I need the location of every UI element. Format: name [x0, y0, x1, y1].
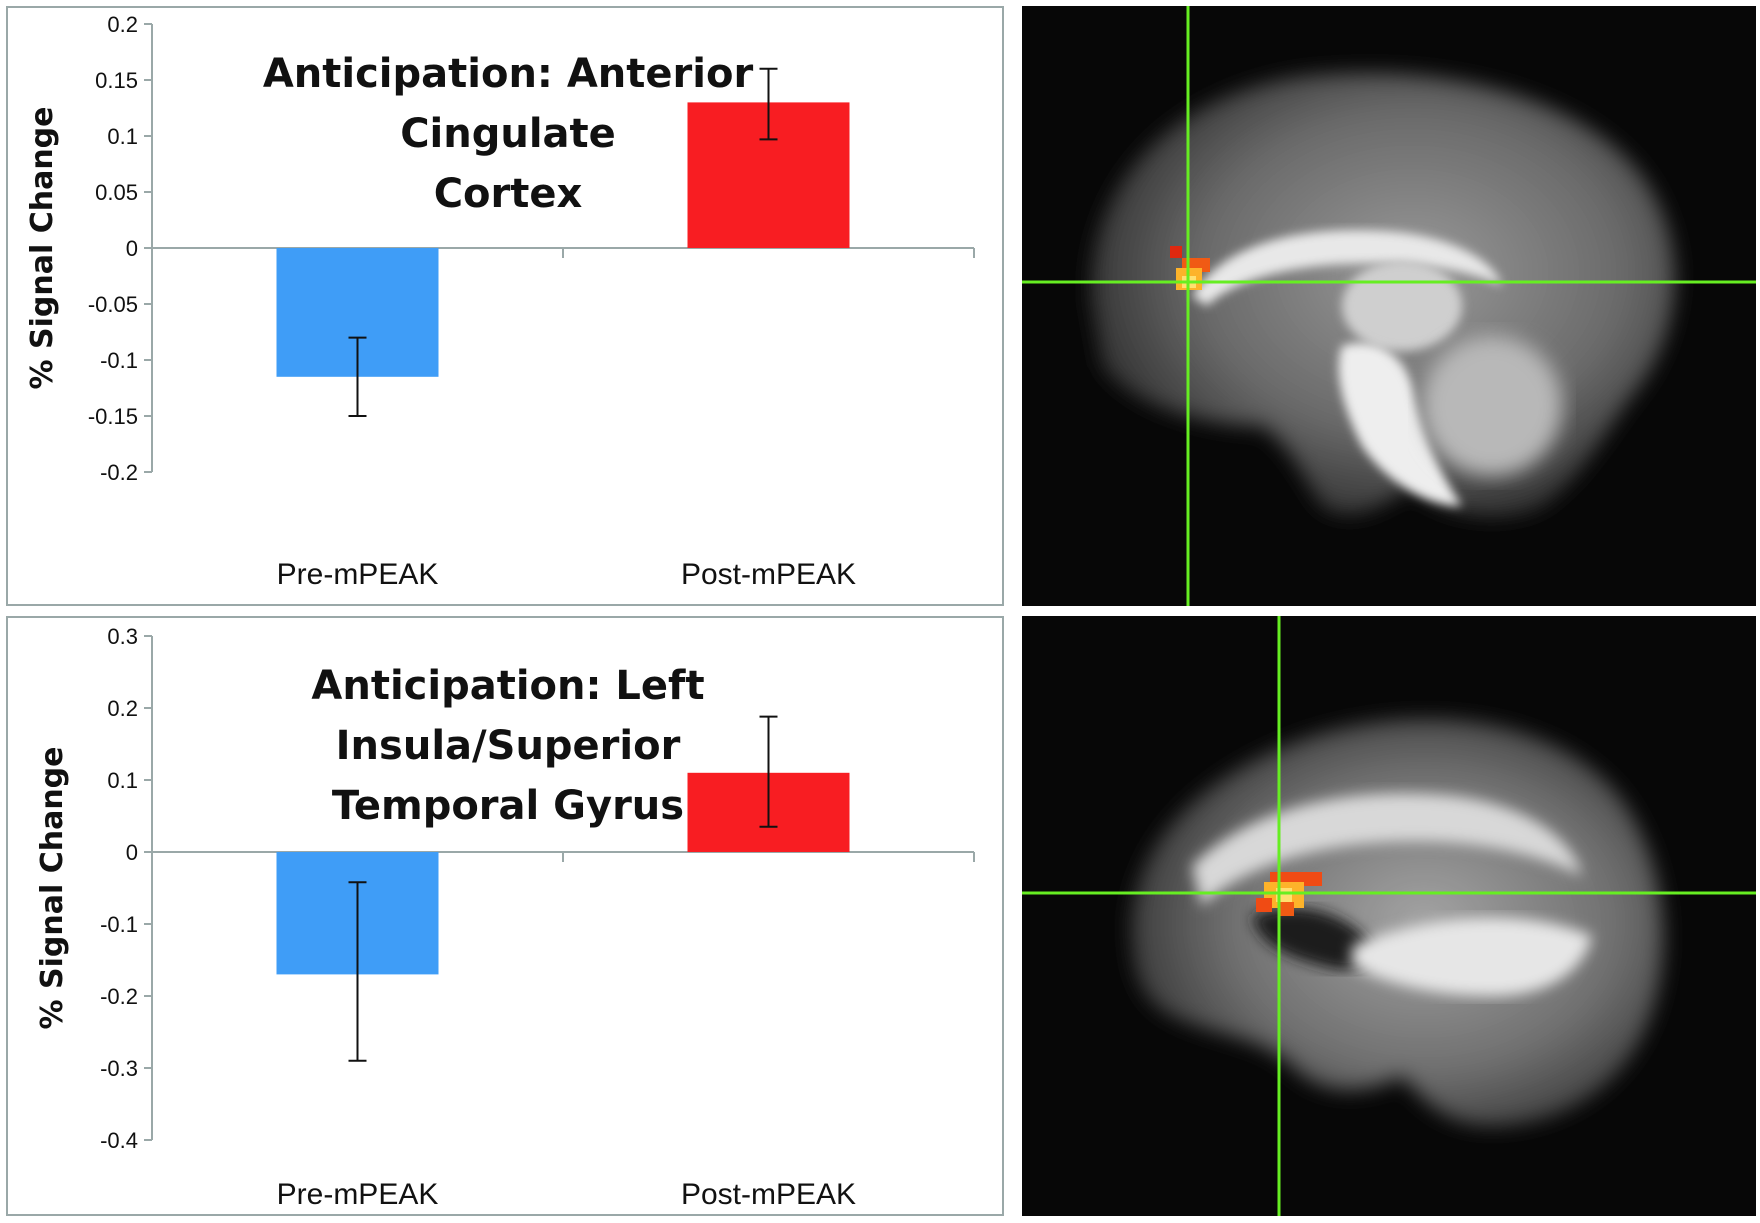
y-tick-label: 0.3 — [107, 624, 138, 649]
y-tick-label: 0.2 — [107, 696, 138, 721]
x-category-label: Post-mPEAK — [681, 558, 856, 591]
x-category-label: Post-mPEAK — [681, 1178, 856, 1211]
y-tick-label: -0.3 — [100, 1056, 138, 1081]
brainstem — [1338, 342, 1462, 506]
bar-chart-acc: 0.2 0.15 0.1 0.05 0 -0.05 -0.1 -0.15 -0.2Pre-mPE… — [25, 12, 975, 591]
y-tick-label: -0.1 — [100, 348, 138, 373]
cerebellum — [1422, 336, 1562, 476]
y-tick-label: 0.05 — [95, 180, 138, 205]
y-tick-label: 0.2 — [107, 12, 138, 37]
brain-image — [1022, 6, 1756, 606]
brain-tissue — [1091, 72, 1675, 517]
brain-outline — [1131, 718, 1664, 1126]
chart-title-line2: Temporal Gyrus — [331, 783, 685, 829]
brain-mri-sagittal-insula — [1022, 616, 1756, 1216]
chart-title-line1: Anticipation: Left Insula/Superior — [311, 663, 705, 769]
brain-mri-sagittal-acc — [1022, 6, 1756, 606]
chart-title: Anticipation: Anterior Cingulate Cortex — [158, 44, 858, 224]
corpus-callosum — [1192, 230, 1502, 306]
y-tick-label: 0 — [126, 840, 138, 865]
y-tick-label: -0.15 — [88, 404, 138, 429]
activation-cluster — [1256, 872, 1322, 916]
brain-image — [1022, 616, 1756, 1216]
chart-title: Anticipation: Left Insula/Superior Tempo… — [138, 656, 878, 836]
y-tick-label: -0.2 — [100, 460, 138, 485]
thalamus — [1342, 261, 1462, 351]
y-tick-label: -0.1 — [100, 912, 138, 937]
chart-title-line1: Anticipation: Anterior Cingulate — [262, 51, 754, 157]
chart-title-line2: Cortex — [433, 171, 583, 217]
x-category-label: Pre-mPEAK — [277, 1178, 439, 1211]
y-tick-label: -0.05 — [88, 292, 138, 317]
white-matter-upper — [1192, 793, 1582, 906]
y-tick-label: -0.2 — [100, 984, 138, 1009]
y-tick-label: 0 — [126, 236, 138, 261]
white-matter-lower — [1352, 917, 1592, 996]
y-tick-label: 0.1 — [107, 124, 138, 149]
y-tick-label: 0.15 — [95, 68, 138, 93]
sulcus-dark — [1252, 907, 1374, 970]
y-axis-title: % Signal Change — [35, 747, 70, 1030]
y-tick-label: 0.1 — [107, 768, 138, 793]
y-axis-title: % Signal Change — [25, 107, 60, 390]
x-category-label: Pre-mPEAK — [277, 558, 439, 591]
y-tick-label: -0.4 — [100, 1128, 138, 1153]
brain-tissue — [1131, 718, 1664, 1126]
